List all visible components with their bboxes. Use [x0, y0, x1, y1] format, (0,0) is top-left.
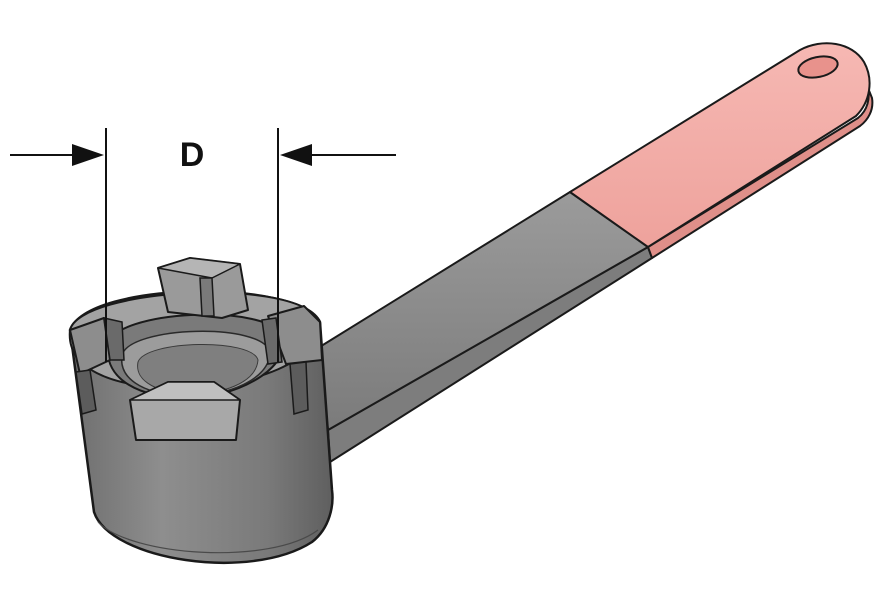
dimension-label: D [180, 136, 205, 174]
arrow-right-icon [280, 144, 396, 166]
arrow-left-icon [10, 144, 104, 166]
tooth-back-face [157, 257, 241, 279]
grip-top-face [569, 42, 871, 248]
wrench-handle [317, 42, 874, 463]
wrench-head [68, 257, 334, 565]
head-side-slot-left [75, 369, 97, 415]
dimension-annotation: D [10, 128, 396, 362]
shaft-top-face [317, 191, 649, 431]
tooth-right [267, 305, 323, 365]
tooth-back-notch [199, 277, 215, 317]
head-bottom-rim [97, 521, 319, 554]
grip-side-face [647, 87, 874, 259]
tooth-left-slot [103, 317, 125, 361]
tooth-front-top [129, 381, 241, 401]
head-side-slot-right [289, 361, 309, 415]
hanging-hole [797, 55, 839, 79]
